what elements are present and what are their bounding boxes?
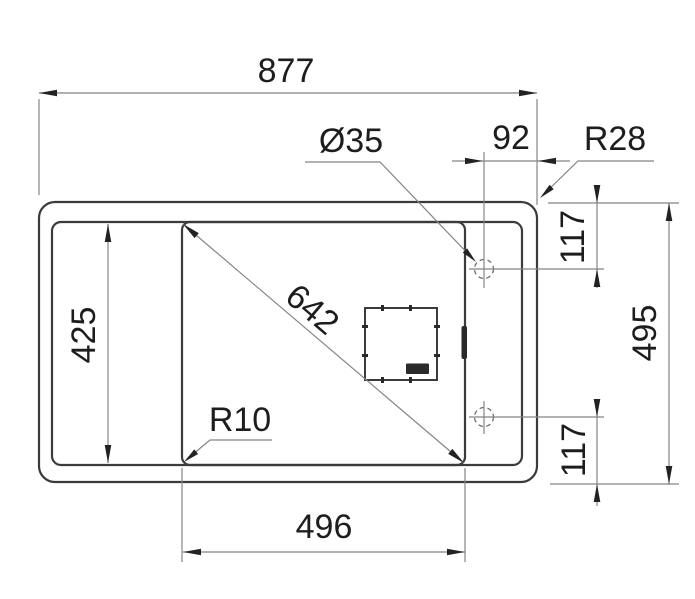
arrowhead-117bottom-lower xyxy=(593,484,601,502)
arrowhead-leader-hole xyxy=(462,248,476,262)
arrowhead-leader-r10 xyxy=(184,449,199,462)
arrowhead-877-left xyxy=(39,89,57,97)
arrowhead-496-right xyxy=(447,548,465,556)
arrowheads xyxy=(39,89,673,556)
arrowhead-117bottom-upper xyxy=(593,399,601,417)
dim-label-hole-diameter: Ø35 xyxy=(319,122,383,160)
leader-outer-radius xyxy=(541,160,654,197)
extension-lines xyxy=(38,99,679,562)
dim-label-bottom-hole-distance: 117 xyxy=(555,423,593,477)
dimline-642-diagonal xyxy=(182,223,465,464)
arrowhead-496-left xyxy=(183,548,201,556)
arrowhead-425-bottom xyxy=(104,445,112,463)
dim-label-bowl-width: 496 xyxy=(296,508,353,546)
arrowhead-92-left xyxy=(465,157,483,165)
dim-label-diagonal: 642 xyxy=(278,277,346,343)
dim-label-overall-width: 877 xyxy=(258,52,315,90)
arrowhead-425-top xyxy=(104,224,112,242)
arrowhead-495-top xyxy=(665,203,673,221)
dim-label-outer-radius: R28 xyxy=(584,120,646,158)
drain-box-ticks xyxy=(362,305,440,383)
overflow-slot xyxy=(461,326,467,359)
sink-model xyxy=(37,200,539,484)
arrowhead-leader-r28 xyxy=(540,184,554,198)
arrowhead-877-right xyxy=(519,89,537,97)
arrowhead-495-bottom xyxy=(665,466,673,484)
arrowhead-92-right xyxy=(538,157,556,165)
arrowhead-117top-lower xyxy=(593,269,601,287)
dimension-labels: 877 Ø35 92 R28 117 495 117 425 642 R10 4… xyxy=(65,52,664,546)
leader-hole-diameter xyxy=(305,161,475,261)
arrowhead-642-topleft xyxy=(183,224,199,239)
arrowhead-642-bottomright xyxy=(448,448,464,463)
drain-box xyxy=(364,307,438,381)
sink-rim-inner-outline xyxy=(50,220,524,467)
arrowhead-117top-upper xyxy=(593,185,601,203)
drain-box-label-plate xyxy=(406,363,429,374)
leader-inner-radius xyxy=(185,439,272,461)
dim-label-left-depth: 425 xyxy=(65,307,103,364)
dim-label-hole-offset: 92 xyxy=(492,119,530,157)
dim-label-inner-radius: R10 xyxy=(209,401,271,439)
sink-outer-outline xyxy=(37,200,539,484)
dim-label-top-hole-distance: 117 xyxy=(554,210,592,264)
dim-label-overall-depth: 495 xyxy=(626,305,664,362)
